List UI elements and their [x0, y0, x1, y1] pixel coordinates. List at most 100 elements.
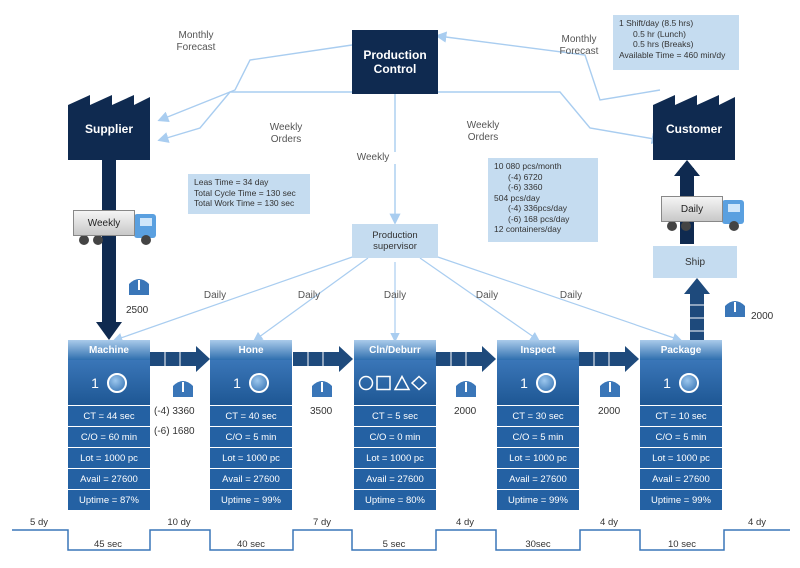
operator-icon	[106, 372, 127, 393]
monthly-forecast-right-label: Monthly Forecast	[559, 34, 599, 57]
production-control-box[interactable]: Production Control	[352, 30, 438, 94]
weekly-orders-right-label: Weekly Orders	[466, 120, 500, 143]
supplier-inventory-icon	[129, 279, 149, 295]
inventory-icon-4	[600, 381, 620, 397]
operator-count: 1	[520, 374, 528, 391]
ship-inventory-value: 2000	[751, 311, 774, 322]
customer-info-line: 0.5 hr (Lunch)	[633, 28, 686, 39]
uptime: Uptime = 80%	[354, 490, 436, 510]
lot-size: Lot = 1000 pc	[497, 448, 579, 468]
customer-info-line: 1 Shift/day (8.5 hrs)	[619, 18, 694, 28]
lot-size: Lot = 1000 pc	[640, 448, 722, 468]
supplier-factory-shape	[68, 95, 150, 160]
lead-info-line: Leas Time = 34 day	[194, 177, 269, 187]
production-supervisor-box[interactable]: Production supervisor	[352, 224, 438, 258]
customer-flow-head	[674, 160, 700, 176]
inventory-value-1b: (-6) 1680	[154, 426, 195, 437]
lot-size: Lot = 1000 pc	[210, 448, 292, 468]
timeline-days-5: 4 dy	[748, 517, 766, 528]
process-title: Machine	[68, 340, 150, 360]
process-box-cln-deburr[interactable]: Cln/Deburr CT = 5 sec C/O = 0 min Lot = …	[354, 340, 436, 510]
demand-info-line: 12 containers/day	[494, 224, 562, 234]
cycle-time: CT = 30 sec	[497, 406, 579, 426]
changeover: C/O = 5 min	[640, 427, 722, 447]
uptime: Uptime = 99%	[497, 490, 579, 510]
ship-flow-head	[684, 278, 710, 294]
operator-count: 1	[91, 374, 99, 391]
daily-label-3: Daily	[383, 290, 407, 301]
monthly-forecast-left-label: Monthly Forecast	[176, 30, 216, 53]
ship-flow-shaft	[690, 292, 704, 340]
uptime: Uptime = 99%	[640, 490, 722, 510]
cycle-time: CT = 40 sec	[210, 406, 292, 426]
process-box-package[interactable]: Package 1 CT = 10 sec C/O = 5 min Lot = …	[640, 340, 722, 510]
inventory-icon-2	[312, 381, 332, 397]
cycle-time: CT = 10 sec	[640, 406, 722, 426]
process-box-machine[interactable]: Machine 1 CT = 44 sec C/O = 60 min Lot =…	[68, 340, 150, 510]
inventory-value-2: 3500	[310, 406, 333, 417]
weekly-orders-left-line	[157, 91, 352, 143]
operator-icon	[535, 372, 556, 393]
supplier-truck-trailer: Weekly	[73, 210, 135, 236]
daily-label-2: Daily	[297, 290, 321, 301]
process-box-inspect[interactable]: Inspect 1 CT = 30 sec C/O = 5 min Lot = …	[497, 340, 579, 510]
operator-icon	[248, 372, 269, 393]
demand-info-line: (-6) 168 pcs/day	[508, 213, 570, 224]
available-time: Avail = 27600	[354, 469, 436, 489]
ship-inventory-icon	[725, 301, 745, 317]
demand-info-line: (-4) 336pcs/day	[508, 203, 568, 213]
daily-line-2	[253, 257, 369, 342]
timeline-days-4: 4 dy	[600, 517, 618, 528]
cycle-time: CT = 5 sec	[354, 406, 436, 426]
push-arrow-3	[436, 346, 496, 372]
supplier-label: Supplier	[84, 122, 133, 136]
customer-truck-cab	[667, 200, 744, 231]
demand-info-line: (-6) 3360	[508, 182, 543, 192]
daily-line-1	[112, 254, 359, 343]
process-box-hone[interactable]: Hone 1 CT = 40 sec C/O = 5 min Lot = 100…	[210, 340, 292, 510]
available-time: Avail = 27600	[210, 469, 292, 489]
inventory-value-1a: (-4) 3360	[154, 406, 195, 417]
supplier-flow-shaft	[102, 158, 116, 328]
timeline-days-0: 5 dy	[30, 517, 48, 528]
push-arrow-4	[579, 346, 639, 372]
daily-label-1: Daily	[203, 290, 227, 301]
available-time: Avail = 27600	[497, 469, 579, 489]
weekly-orders-right-line	[438, 91, 663, 145]
weekly-label: Weekly	[350, 152, 396, 164]
customer-info-line: Available Time = 460 min/dy	[619, 49, 726, 60]
operator-count: 1	[233, 374, 241, 391]
demand-info-line: 10 080 pcs/month	[494, 161, 562, 171]
monthly-forecast-right-line	[435, 31, 661, 101]
uptime: Uptime = 87%	[68, 490, 150, 510]
inventory-icon-1	[173, 381, 193, 397]
timeline-days-3: 4 dy	[456, 517, 474, 528]
automated-process-area	[354, 360, 436, 405]
daily-line-4	[419, 257, 540, 342]
supplier-flow-head	[96, 322, 122, 340]
timeline-secs-3: 30sec	[525, 539, 551, 550]
supplier-inventory-value: 2500	[126, 305, 149, 316]
daily-line-5	[431, 254, 683, 343]
monthly-forecast-left-line	[157, 44, 353, 123]
lead-time-info-box: Leas Time = 34 day Total Cycle Time = 13…	[188, 174, 310, 214]
lead-info-line: Total Work Time = 130 sec	[194, 198, 295, 208]
production-supervisor-label: Production supervisor	[372, 230, 418, 252]
inventory-value-3: 2000	[454, 406, 477, 417]
customer-factory-shape	[653, 95, 735, 160]
operator-area: 1	[68, 360, 150, 405]
operator-count: 1	[663, 374, 671, 391]
customer-info-line: 0.5 hrs (Breaks)	[633, 39, 694, 49]
operator-area: 1	[640, 360, 722, 405]
changeover: C/O = 60 min	[68, 427, 150, 447]
demand-info-box: 10 080 pcs/month (-4) 6720 (-6) 3360 504…	[488, 158, 598, 242]
timeline-line	[12, 529, 790, 551]
daily-label-4: Daily	[475, 290, 499, 301]
lot-size: Lot = 1000 pc	[354, 448, 436, 468]
changeover: C/O = 5 min	[210, 427, 292, 447]
process-title: Hone	[210, 340, 292, 360]
timeline-days-1: 10 dy	[167, 517, 191, 528]
customer-label: Customer	[665, 122, 722, 136]
ship-box[interactable]: Ship	[653, 246, 737, 278]
